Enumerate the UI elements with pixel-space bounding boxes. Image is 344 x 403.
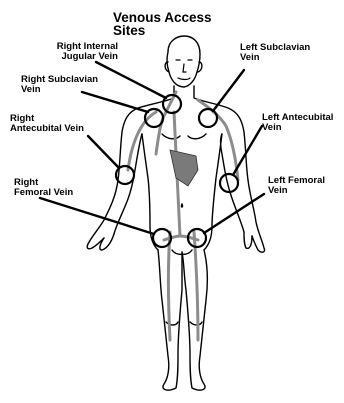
leader-left-antecubital <box>233 126 262 175</box>
leader-left-subclavian <box>213 70 244 111</box>
label-left-antecubital: Left Antecubital Vein <box>262 113 344 133</box>
face-features <box>176 60 192 80</box>
label-right-antecubital: Right Antecubital Vein <box>10 114 110 134</box>
label-right-subclavian: Right Subclavian Vein <box>21 75 117 95</box>
vein-network <box>128 92 238 340</box>
label-left-subclavian: Left Subclavian Vein <box>240 43 340 63</box>
site-circle-left-subclavian <box>199 109 217 127</box>
leader-right-subclavian <box>82 92 148 112</box>
heart-shape <box>170 150 198 186</box>
leader-right-femoral <box>40 198 154 234</box>
label-right-internal-jugular: Right Internal Jugular Vein <box>30 42 118 62</box>
diagram-title: Venous Access Sites <box>113 11 212 37</box>
leader-right-antecubital <box>88 136 119 168</box>
label-left-femoral: Left Femoral Vein <box>268 176 344 196</box>
label-right-femoral: Right Femoral Vein <box>14 178 104 198</box>
